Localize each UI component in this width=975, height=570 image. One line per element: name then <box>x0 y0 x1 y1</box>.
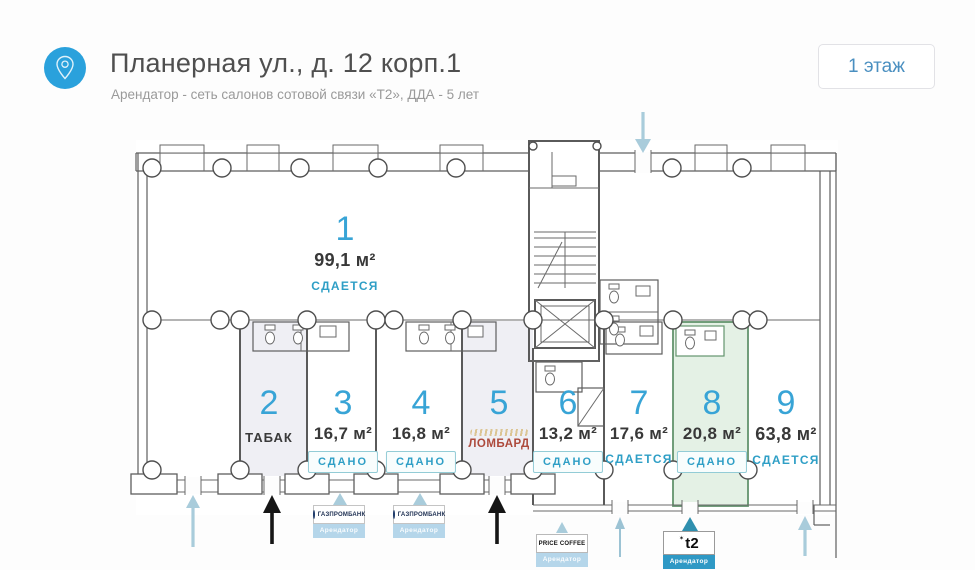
lombard-script-logo <box>470 429 528 436</box>
unit-9-label: 9 63,8 м² СДАЕТСЯ <box>752 386 819 469</box>
unit-area: 99,1 м² <box>314 250 376 270</box>
tenant-badge-gazprombank-2: ГАЗПРОМБАНК Арендатор <box>392 505 446 538</box>
unit-number: 6 <box>558 384 578 422</box>
stairwell <box>528 140 600 362</box>
unit-number: 9 <box>776 384 796 422</box>
unit-number: 8 <box>702 384 722 422</box>
badge-brand: PRICE COFFEE <box>536 534 588 553</box>
unit-3-label: 3 16,7 м² СДАНО <box>307 384 379 473</box>
location-pin-icon <box>44 47 86 89</box>
unit-8-label: 8 20,8 м² СДАНО <box>676 384 748 473</box>
unit-status: СДАНО <box>532 451 604 473</box>
unit-area: 20,8 м² <box>682 424 742 443</box>
unit-6-label: 6 13,2 м² СДАНО <box>532 384 604 473</box>
tenant-badge-price-coffee: PRICE COFFEE Арендатор <box>536 534 588 567</box>
badge-brand-text: ГАЗПРОМБАНК <box>397 511 446 518</box>
unit-status: СДАНО <box>307 451 379 473</box>
unit-fills <box>241 321 533 476</box>
unit-5-label: 5 ЛОМБАРД <box>468 386 529 450</box>
unit-status: СДАЕТСЯ <box>605 452 673 466</box>
unit-area: 13,2 м² <box>538 424 598 443</box>
unit-2-region <box>241 321 307 476</box>
unit-area: 17,6 м² <box>609 424 669 443</box>
tenant-badge-t2: ✶ t2 Арендатор <box>663 531 715 569</box>
unit-number: 7 <box>629 384 649 422</box>
unit-number: 3 <box>333 384 353 422</box>
unit-number: 1 <box>335 210 355 248</box>
badge-brand: ✶ t2 <box>663 531 715 555</box>
badge-brand: ГАЗПРОМБАНК <box>392 505 446 524</box>
tenant-badge-gazprombank-1: ГАЗПРОМБАНК Арендатор <box>312 505 366 538</box>
page-title: Планерная ул., д. 12 корп.1 <box>110 48 462 78</box>
badge-brand-text: t2 <box>685 534 699 552</box>
unit-7-label: 7 17,6 м² СДАЕТСЯ <box>605 386 672 468</box>
badge-brand-text: ГАЗПРОМБАНК <box>317 511 366 518</box>
badge-brand: ГАЗПРОМБАНК <box>312 505 366 524</box>
unit-2-label: 2 ТАБАК <box>245 386 293 445</box>
unit-status: СДАНО <box>385 451 457 473</box>
unit-status: СДАНО <box>676 451 748 473</box>
columns <box>142 141 768 480</box>
unit-area: 16,8 м² <box>391 424 451 443</box>
floor-selector-button[interactable]: 1 этаж <box>818 44 935 89</box>
unit-status: СДАЕТСЯ <box>311 279 379 293</box>
unit-tenant-name: ТАБАК <box>245 430 293 445</box>
piers <box>130 473 814 514</box>
unit-number: 4 <box>411 384 431 422</box>
windows <box>159 144 806 173</box>
unit-area: 63,8 м² <box>755 424 817 444</box>
unit-1-label: 1 99,1 м² СДАЕТСЯ <box>311 212 378 295</box>
unit-number: 5 <box>489 384 509 422</box>
page-subtitle: Арендатор - сеть салонов сотовой связи «… <box>111 87 480 102</box>
badge-tenant-label: Арендатор <box>393 524 445 538</box>
unit-4-label: 4 16,8 м² СДАНО <box>385 384 457 473</box>
badge-tenant-label: Арендатор <box>663 555 715 569</box>
entrance-arrows-bottom-icons <box>186 493 812 557</box>
badge-tenant-label: Арендатор <box>313 524 365 538</box>
gazprombank-logo-icon <box>392 510 395 519</box>
gazprombank-logo-icon <box>312 510 315 519</box>
entrance-arrow-top-icon <box>635 112 651 153</box>
unit-number: 2 <box>259 384 279 422</box>
unit-status: СДАЕТСЯ <box>752 453 820 467</box>
unit-tenant-name: ЛОМБАРД <box>468 438 530 450</box>
badge-tenant-label: Арендатор <box>536 553 588 567</box>
unit-area: 16,7 м² <box>313 424 373 443</box>
unit-5-region <box>463 321 533 476</box>
t2-spark-icon: ✶ <box>679 536 685 542</box>
